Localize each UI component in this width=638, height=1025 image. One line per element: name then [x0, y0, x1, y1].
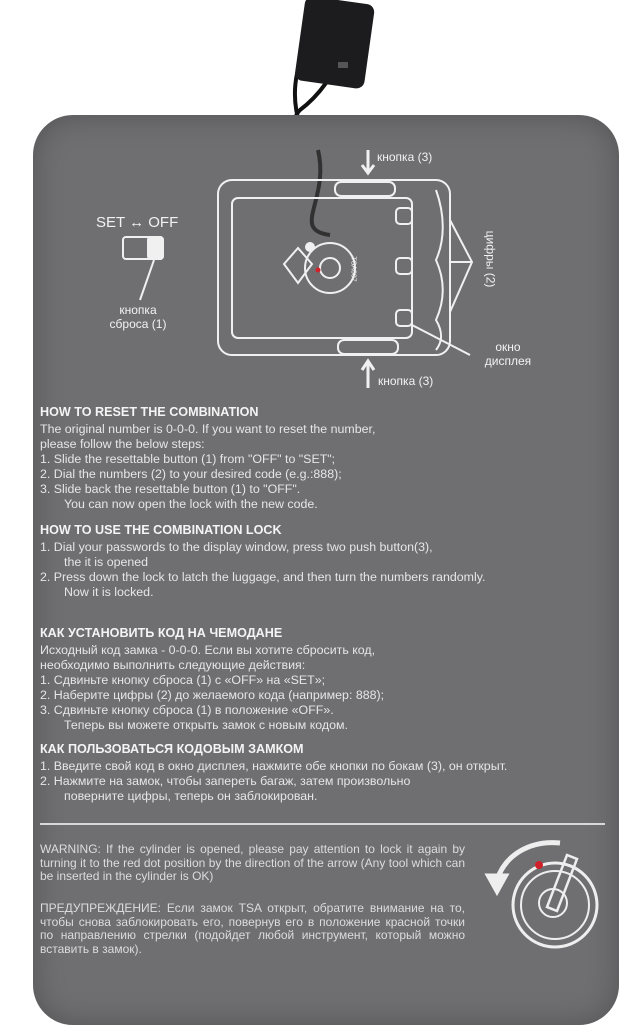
- step-line: 1. Введите свой код в окно дисплея, нажм…: [40, 759, 508, 773]
- reset-button-label-line: кнопка: [119, 303, 157, 317]
- step-line: 2. Нажмите на замок, чтобы запереть бага…: [40, 774, 411, 788]
- display-window-label-line: окно: [495, 340, 521, 354]
- step-line: 1. Сдвиньте кнопку сброса (1) с «OFF» на…: [40, 673, 326, 687]
- step-line: 3. Сдвиньте кнопку сброса (1) в положени…: [40, 703, 334, 717]
- display-window-label: окно дисплея: [478, 340, 538, 368]
- warning-ru: ПРЕДУПРЕЖДЕНИЕ: Если замок TSA открыт, о…: [40, 901, 465, 956]
- step-continuation: You can now open the lock with the new c…: [64, 497, 318, 511]
- step-line: 3. Slide back the resettable button (1) …: [40, 482, 301, 496]
- text-line: The original number is 0-0-0. If you wan…: [40, 422, 376, 436]
- reset-instructions-ru: КАК УСТАНОВИТЬ КОД НА ЧЕМОДАНЕ Исходный …: [40, 626, 384, 733]
- tsa-cylinder-rotate-icon: [484, 840, 599, 949]
- section-heading: HOW TO RESET THE COMBINATION: [40, 405, 259, 419]
- display-window-label-line: дисплея: [484, 354, 532, 368]
- button-top-label: кнопка (3): [377, 150, 433, 164]
- warning-en: WARNING: If the cylinder is opened, plea…: [40, 842, 465, 883]
- text-line: необходимо выполнить следующие действия:: [40, 658, 306, 672]
- section-heading: КАК ПОЛЬЗОВАТЬСЯ КОДОВЫМ ЗАМКОМ: [40, 742, 304, 756]
- section-heading: КАК УСТАНОВИТЬ КОД НА ЧЕМОДАНЕ: [40, 626, 283, 640]
- step-line: 1. Slide the resettable button (1) from …: [40, 452, 336, 466]
- digits-label: цифры (2): [483, 230, 498, 288]
- step-continuation: Now it is locked.: [64, 585, 154, 599]
- section-heading: HOW TO USE THE COMBINATION LOCK: [40, 523, 282, 537]
- button-bottom-label: кнопка (3): [378, 374, 434, 388]
- reset-button-label-line: сброса (1): [109, 317, 167, 331]
- step-line: 2. Press down the lock to latch the lugg…: [40, 570, 486, 584]
- reset-instructions-en: HOW TO RESET THE COMBINATION The origina…: [40, 405, 375, 512]
- reset-button-label: кнопка сброса (1): [108, 303, 168, 331]
- lock-diagram: [122, 149, 474, 388]
- use-instructions-en: HOW TO USE THE COMBINATION LOCK 1. Dial …: [40, 523, 485, 600]
- text-line: please follow the below steps:: [40, 437, 205, 451]
- text-line: Исходный код замка - 0-0-0. Если вы хоти…: [40, 643, 376, 657]
- cylinder-text: TSA007: [349, 256, 357, 282]
- use-instructions-ru: КАК ПОЛЬЗОВАТЬСЯ КОДОВЫМ ЗАМКОМ 1. Введи…: [40, 742, 507, 804]
- set-off-switch-label: SET ↔ OFF: [96, 214, 179, 231]
- divider: [40, 823, 605, 825]
- step-line: 2. Dial the numbers (2) to your desired …: [40, 467, 342, 481]
- step-continuation: Теперь вы можете открыть замок с новым к…: [64, 718, 349, 732]
- step-line: 2. Наберите цифры (2) до желаемого кода …: [40, 688, 385, 702]
- step-continuation: поверните цифры, теперь он заблокирован.: [64, 789, 318, 803]
- step-continuation: the it is opened: [64, 555, 149, 569]
- step-line: 1. Dial your passwords to the display wi…: [40, 540, 433, 554]
- instruction-card: [33, 115, 619, 1025]
